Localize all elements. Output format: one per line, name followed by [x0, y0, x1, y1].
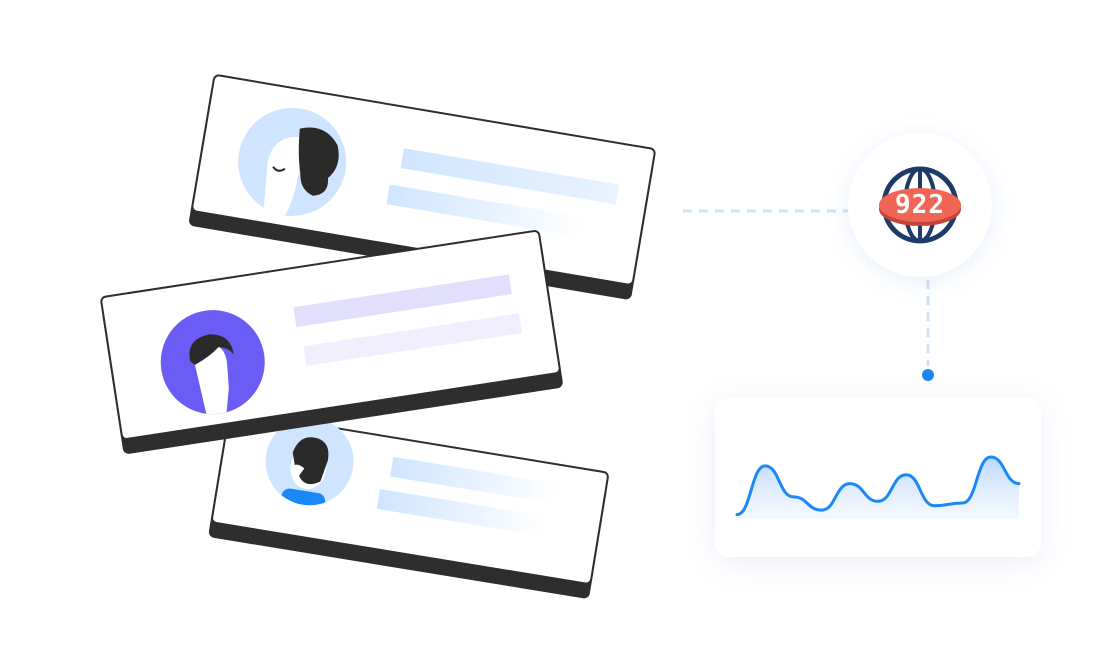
profile-card-3 [210, 409, 610, 586]
avatar-man [258, 410, 361, 512]
brand-logo-circle: 922 [848, 133, 992, 277]
logo-text: 922 [895, 190, 945, 220]
line-chart [735, 455, 1021, 519]
avatar-woman-purple [153, 302, 273, 422]
chart-area [737, 457, 1019, 519]
connector-dot [922, 369, 934, 381]
chart-line [735, 455, 1021, 517]
profile-card-1 [190, 73, 657, 287]
placeholder-line [303, 313, 522, 367]
profile-card-2 [99, 229, 562, 441]
analytics-chart-card [715, 397, 1041, 557]
globe-922-logo [879, 166, 961, 244]
avatar-woman-curly [229, 99, 355, 225]
